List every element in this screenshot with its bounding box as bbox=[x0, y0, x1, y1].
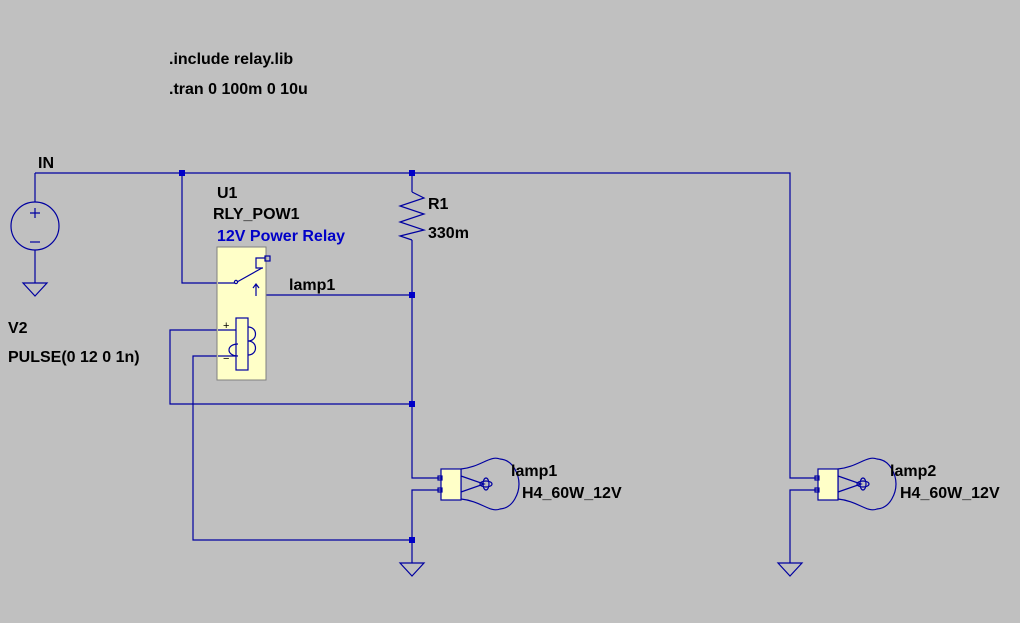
net-label-lamp1[interactable]: lamp1 bbox=[289, 277, 335, 294]
junction-dot bbox=[409, 170, 415, 176]
voltage-source-v2[interactable] bbox=[10, 201, 60, 251]
junction-dot bbox=[409, 537, 415, 543]
resistor-r1[interactable] bbox=[397, 191, 427, 241]
include-directive[interactable]: .include relay.lib bbox=[169, 51, 293, 68]
wire-lamp2-return[interactable] bbox=[789, 489, 818, 563]
plus-icon bbox=[30, 208, 40, 218]
v2-value[interactable]: PULSE(0 12 0 1n) bbox=[8, 349, 140, 366]
wire-coil-minus[interactable] bbox=[192, 355, 412, 541]
wire-lamp1-return[interactable] bbox=[411, 489, 441, 563]
wire-in-rail[interactable] bbox=[35, 172, 818, 479]
relay-u1[interactable]: + − bbox=[216, 246, 271, 381]
filament-icon bbox=[460, 475, 493, 493]
ground-icon bbox=[776, 562, 804, 577]
wire-r1-bottom[interactable] bbox=[411, 240, 441, 479]
lamp-2[interactable] bbox=[814, 457, 897, 511]
ground-icon bbox=[21, 282, 49, 297]
r1-value[interactable]: 330m bbox=[428, 225, 469, 242]
lamp2-name[interactable]: lamp2 bbox=[890, 463, 936, 480]
wire-coil-plus[interactable] bbox=[169, 329, 412, 405]
resistor-icon bbox=[397, 191, 427, 241]
u1-description[interactable]: 12V Power Relay bbox=[217, 228, 345, 245]
relay-switch-icon bbox=[218, 255, 271, 296]
relay-body bbox=[216, 246, 267, 381]
net-label-in[interactable]: IN bbox=[38, 155, 54, 172]
lamp-1[interactable] bbox=[437, 457, 520, 511]
u1-model[interactable]: RLY_POW1 bbox=[213, 206, 300, 223]
filament-icon bbox=[837, 475, 870, 493]
u1-name[interactable]: U1 bbox=[217, 185, 238, 202]
lamp2-model[interactable]: H4_60W_12V bbox=[900, 485, 1000, 502]
tran-directive[interactable]: .tran 0 100m 0 10u bbox=[169, 81, 308, 98]
relay-plus-pin: + bbox=[223, 320, 229, 332]
r1-name[interactable]: R1 bbox=[428, 196, 449, 213]
lamp1-model[interactable]: H4_60W_12V bbox=[522, 485, 622, 502]
junction-dot bbox=[409, 292, 415, 298]
junctions bbox=[179, 170, 415, 543]
junction-dot bbox=[409, 401, 415, 407]
wires bbox=[34, 172, 818, 563]
lamp-base bbox=[817, 468, 839, 501]
v2-name[interactable]: V2 bbox=[8, 320, 28, 337]
ground-icon bbox=[398, 562, 426, 577]
junction-dot bbox=[179, 170, 185, 176]
lamp-base bbox=[440, 468, 462, 501]
relay-minus-pin: − bbox=[223, 353, 229, 365]
source-icon bbox=[10, 201, 60, 251]
bulb-glass-icon bbox=[837, 457, 897, 511]
lamp1-name[interactable]: lamp1 bbox=[511, 463, 557, 480]
relay-coil-icon bbox=[218, 317, 257, 371]
bulb-glass-icon bbox=[460, 457, 520, 511]
